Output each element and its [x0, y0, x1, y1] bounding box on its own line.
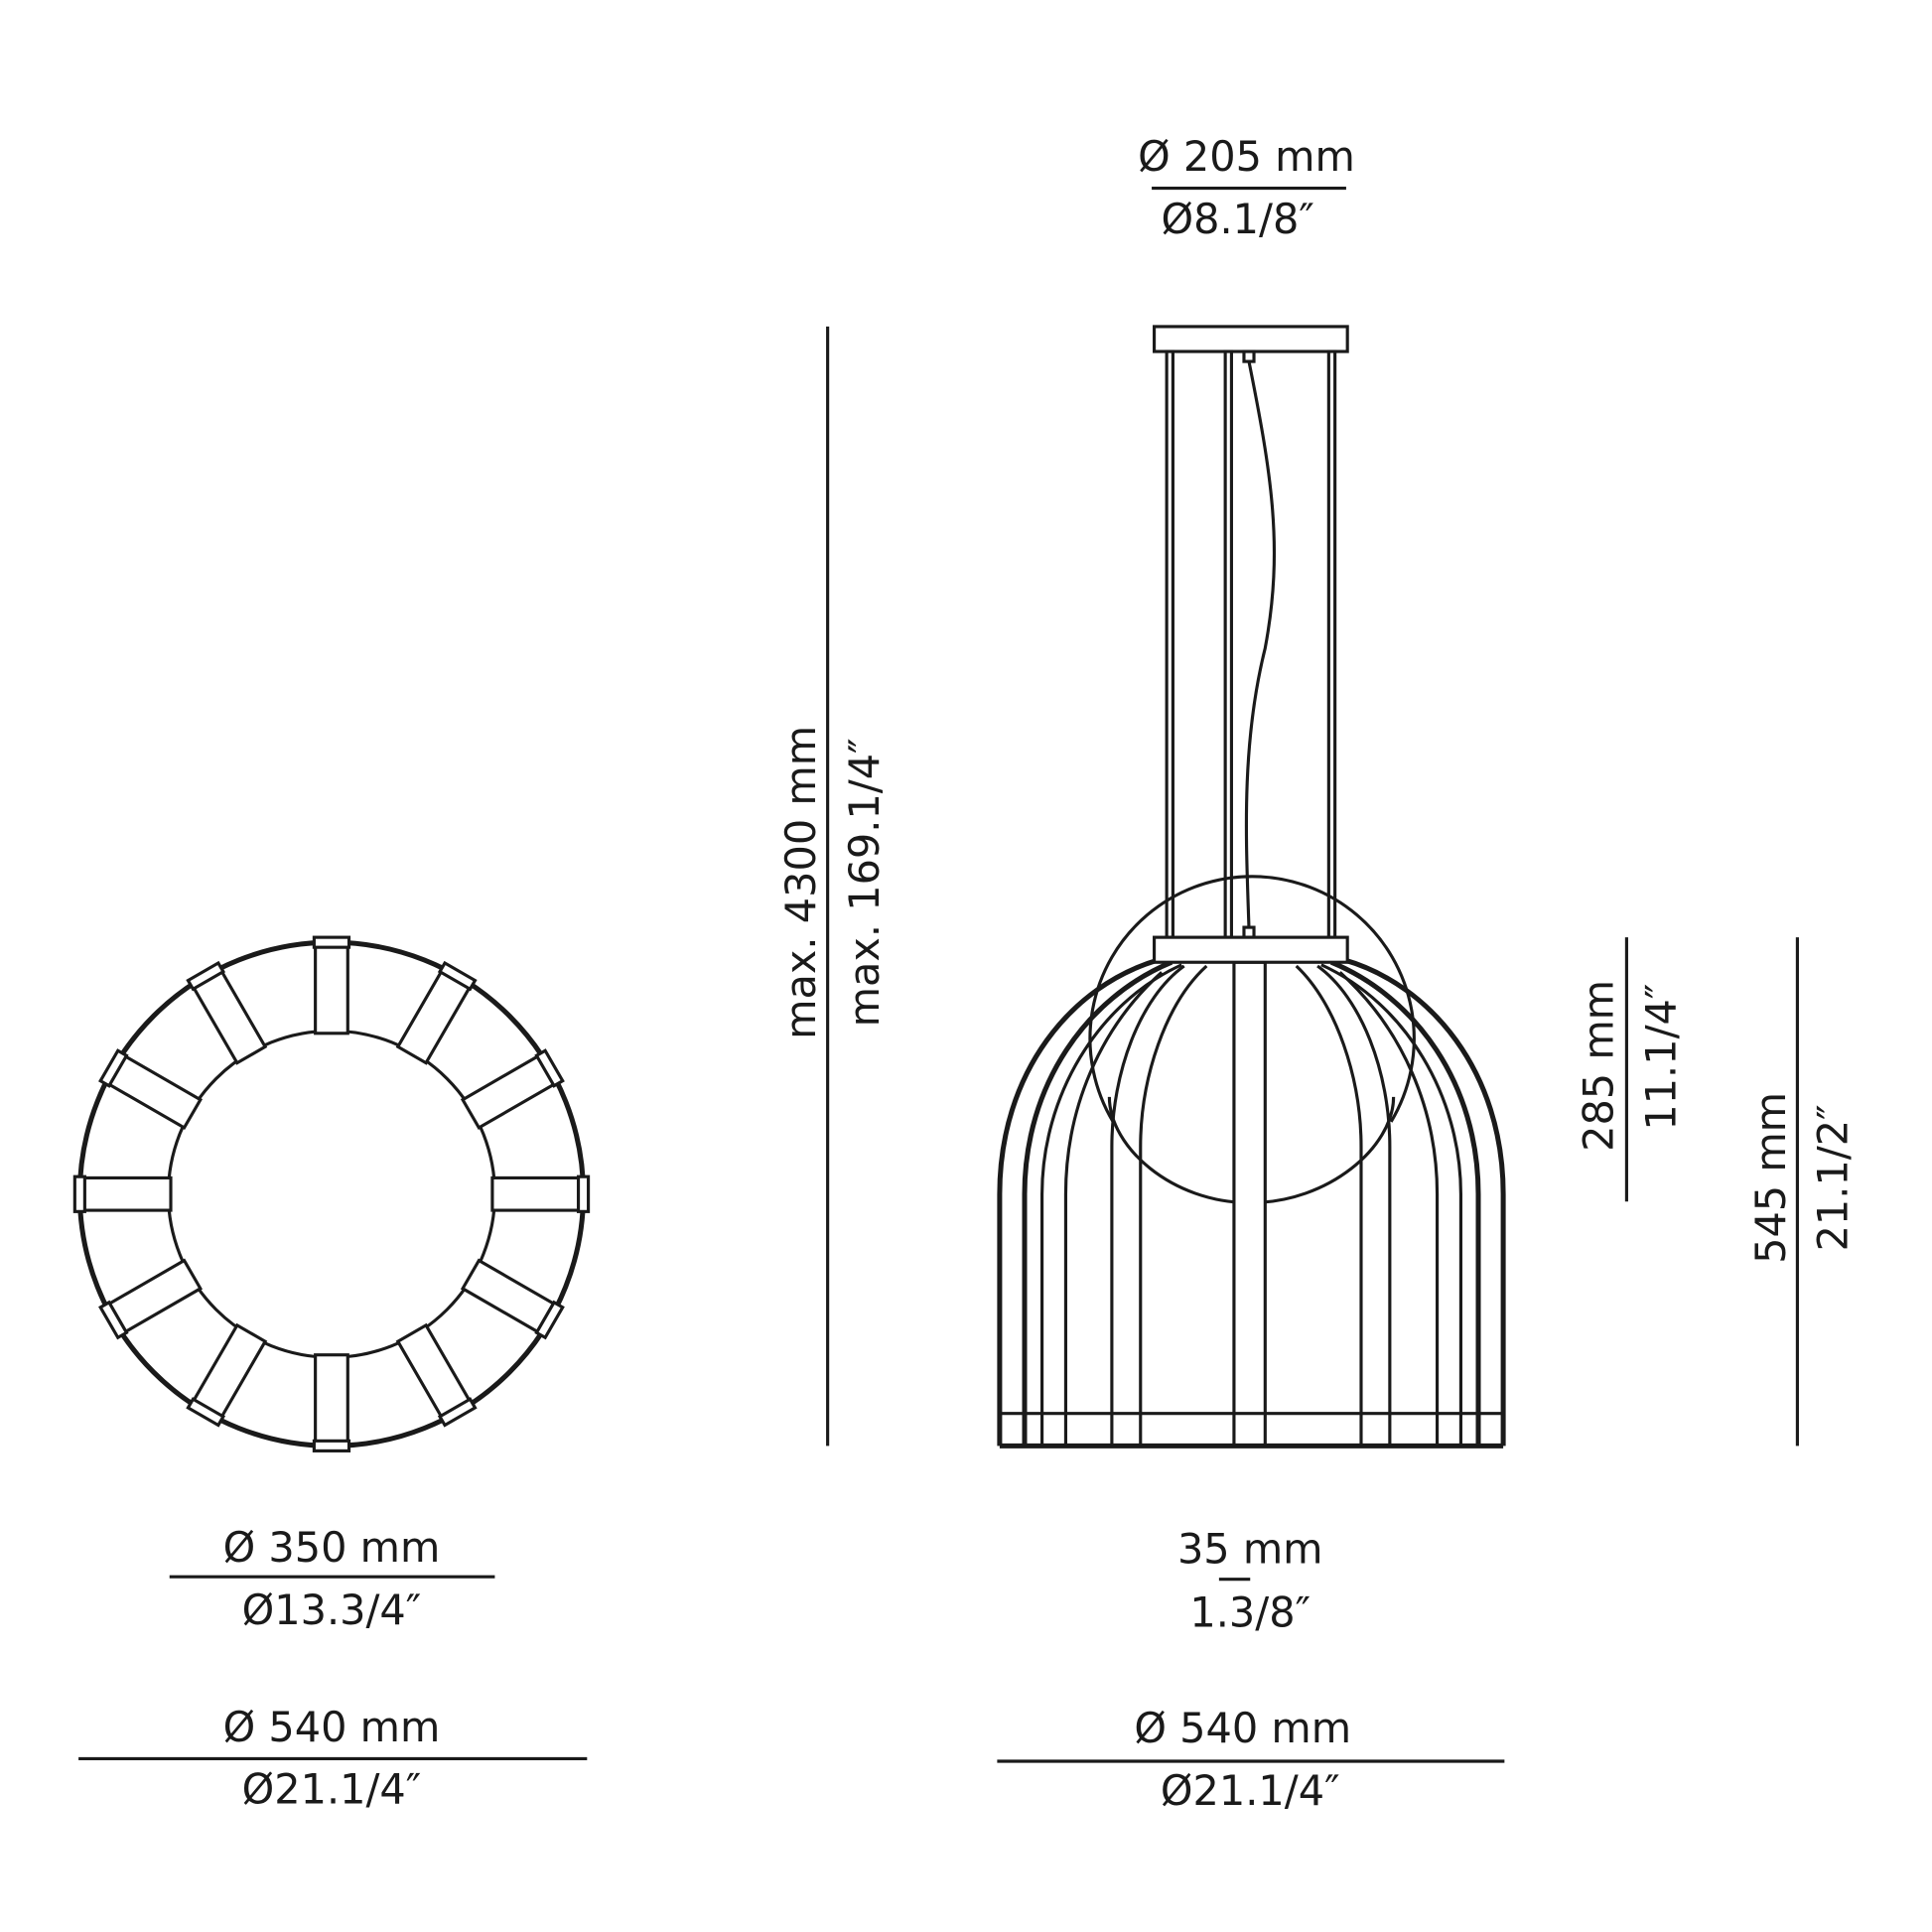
power-cable	[1244, 360, 1277, 929]
side-diameter-mm: Ø 540 mm	[1134, 1705, 1351, 1752]
spoke-cap	[186, 960, 226, 992]
spoke	[98, 1048, 204, 1131]
spoke-cap	[98, 1048, 129, 1088]
spoke	[186, 1322, 268, 1428]
canopy-diameter-in: Ø8.1/8″	[1162, 196, 1314, 243]
side-view	[997, 325, 1506, 1449]
spoke	[460, 1258, 565, 1340]
max-height-mm: max. 4300 mm	[777, 726, 825, 1039]
spoke	[72, 1174, 173, 1213]
cable-clamp-top	[1242, 349, 1256, 363]
ceiling-canopy	[1153, 325, 1349, 353]
total-height-in: 21.1/2″	[1810, 1104, 1858, 1251]
strip-width-mm: 35 mm	[1177, 1525, 1323, 1573]
max-height-in: max. 169.1/4″	[841, 738, 889, 1027]
spoke	[460, 1048, 565, 1131]
spoke	[98, 1258, 204, 1340]
spoke-cap	[312, 935, 351, 949]
inner-diameter-mm: Ø 350 mm	[223, 1524, 441, 1572]
spoke	[395, 1322, 478, 1428]
inner-globe-circle	[166, 1029, 496, 1359]
canopy-diameter-mm: Ø 205 mm	[1138, 133, 1355, 181]
rib-left	[1110, 964, 1208, 1447]
spoke	[312, 1353, 351, 1452]
suspension-rod-middle	[1223, 349, 1233, 939]
spoke-cap	[437, 960, 478, 992]
spoke	[186, 960, 268, 1065]
rib-center	[1232, 960, 1267, 1448]
spoke	[395, 960, 478, 1065]
rib-right	[1295, 964, 1392, 1447]
shade-top-plate	[1153, 935, 1349, 964]
spoke-cap	[312, 1439, 351, 1452]
outer-diameter-in: Ø21.1/4″	[242, 1766, 422, 1814]
spoke-cap	[186, 1397, 226, 1428]
inner-diameter-in: Ø13.3/4″	[242, 1587, 422, 1634]
suspension-rod-right	[1326, 349, 1337, 939]
spoke	[490, 1174, 591, 1213]
strip-width-in: 1.3/8″	[1189, 1588, 1311, 1636]
rib-mid	[1063, 971, 1440, 1447]
spoke	[312, 935, 351, 1035]
spoke-cap	[72, 1174, 86, 1213]
shade-height-mm: 285 mm	[1576, 980, 1623, 1152]
spoke-cap	[437, 1397, 478, 1428]
outer-dome-inner-edge	[1022, 959, 1481, 1447]
side-diameter-in: Ø21.1/4″	[1161, 1767, 1340, 1815]
spoke-cap	[534, 1300, 565, 1340]
suspension-rod-left	[1165, 349, 1174, 939]
outer-diameter-mm: Ø 540 mm	[223, 1704, 441, 1751]
spoke-cap	[534, 1048, 565, 1088]
shade-height-in: 11.1/4″	[1637, 984, 1685, 1131]
spokes	[72, 935, 591, 1452]
outer-dome-frame	[997, 957, 1506, 1447]
top-view	[72, 935, 591, 1452]
total-height-mm: 545 mm	[1747, 1092, 1795, 1264]
spoke-cap	[576, 1174, 591, 1213]
spoke-cap	[98, 1300, 129, 1340]
